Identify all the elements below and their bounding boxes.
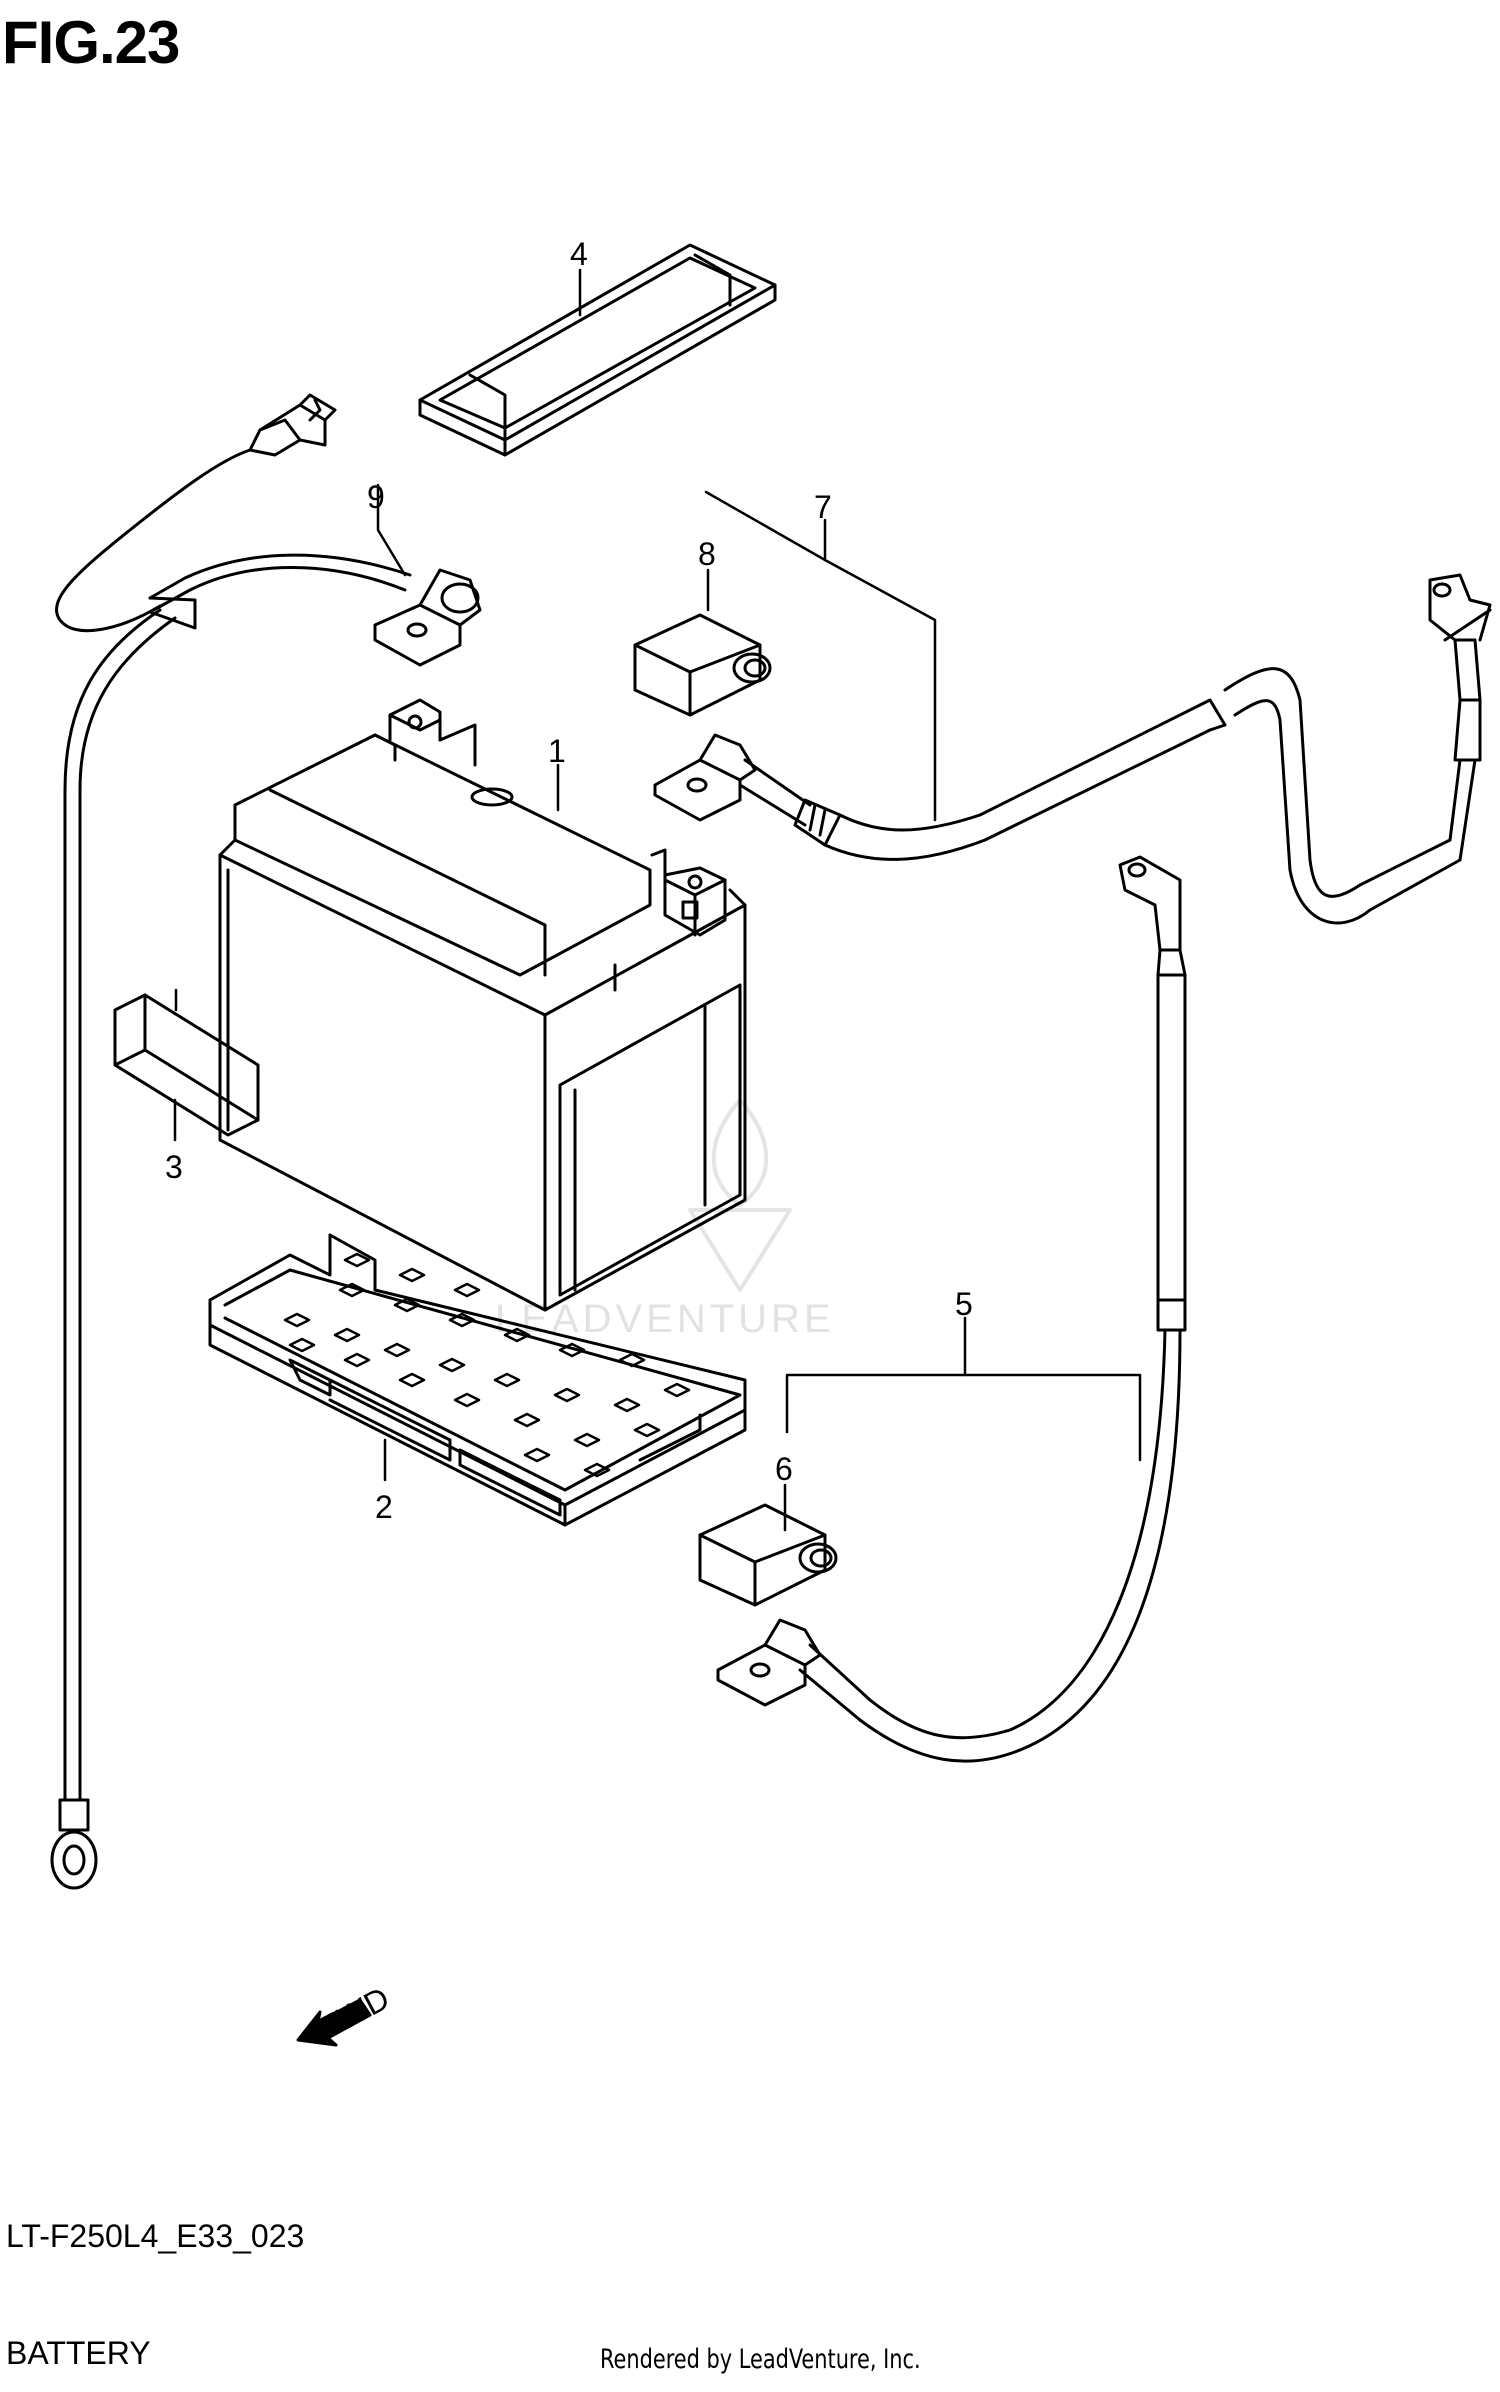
callout-9: 9 — [367, 479, 385, 515]
battery-negative-cable — [716, 855, 1187, 1763]
positive-terminal-cover — [633, 613, 772, 717]
fwd-label: FWD — [314, 1980, 395, 2046]
section-title: BATTERY — [6, 2335, 151, 2371]
callout-6: 6 — [775, 1451, 793, 1487]
battery-strap — [418, 243, 777, 457]
render-credit: Rendered by LeadVenture, Inc. — [600, 2344, 921, 2375]
battery-tray — [208, 1233, 747, 1527]
figure-code: LT-F250L4_E33_023 — [6, 2218, 305, 2254]
battery-negative-lead — [50, 393, 482, 1890]
watermark-logo — [688, 1098, 792, 1292]
callout-7: 7 — [814, 489, 832, 525]
figure-title: FIG.23 — [2, 9, 180, 76]
callout-1: 1 — [548, 733, 566, 769]
callout-3: 3 — [165, 1149, 183, 1185]
leader-lines — [173, 268, 1142, 1532]
callout-2: 2 — [375, 1489, 393, 1525]
negative-terminal-cover — [698, 1503, 838, 1607]
battery — [218, 698, 747, 1312]
callout-5: 5 — [955, 1286, 973, 1322]
callout-8: 8 — [698, 536, 716, 572]
callout-4: 4 — [570, 236, 588, 272]
fwd-arrow — [296, 1998, 372, 2047]
battery-positive-cable — [653, 573, 1492, 925]
battery-label — [113, 993, 260, 1137]
